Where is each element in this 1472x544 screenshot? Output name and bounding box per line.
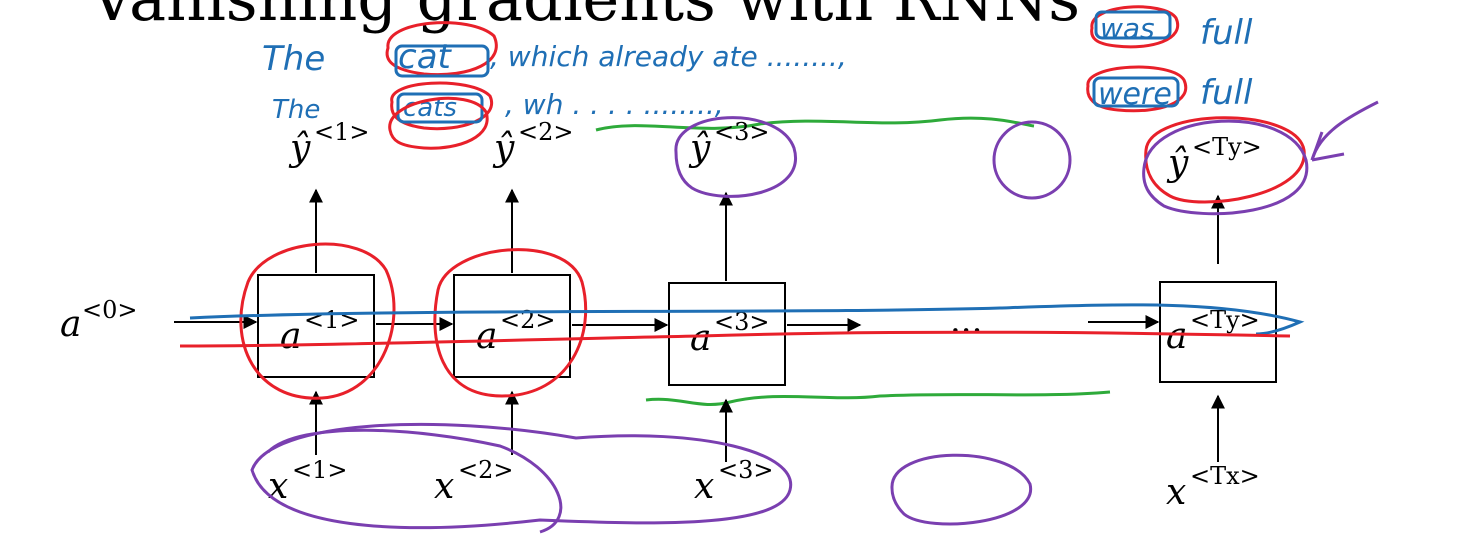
aty-base: a <box>1166 316 1187 357</box>
red-circle-y1 <box>388 96 489 150</box>
initial-activation: a <0> <box>60 296 138 345</box>
annotation-middle-2: , wh . . . . ........, <box>505 88 724 121</box>
annotation-middle-1: , which already ate ........, <box>490 40 847 73</box>
annotation-the-2: The <box>272 95 320 125</box>
ellipsis: ... <box>950 301 982 341</box>
cat-box <box>394 44 490 78</box>
red-circle-yty <box>1144 116 1306 204</box>
vertical-arrows <box>309 188 1225 462</box>
purple-circle-empty-top <box>992 120 1072 200</box>
y1-sup: <1> <box>314 118 370 146</box>
xtx-base: x <box>1166 472 1186 513</box>
cat-circle <box>385 21 498 77</box>
annotation-full-2: full <box>1200 73 1253 113</box>
recurrent-arrows <box>174 315 1160 332</box>
x1-sup: <1> <box>292 456 348 484</box>
a2-base: a <box>476 316 497 357</box>
annotation-line-1: The cat , which already ate ........, wa… <box>262 12 1253 79</box>
yty-base: ŷ <box>1166 143 1189 184</box>
x3-sup: <3> <box>718 456 774 484</box>
y2-base: ŷ <box>492 128 515 169</box>
rnn-cell-1 <box>257 274 375 378</box>
purple-pointer-head <box>1310 131 1345 162</box>
y2-sup: <2> <box>518 118 574 146</box>
purple-circle-inputs <box>250 422 793 530</box>
red-backprop-stroke <box>179 330 1291 348</box>
was-box <box>1094 10 1172 40</box>
x2-base: x <box>434 466 454 507</box>
was-circle <box>1090 5 1180 49</box>
a3-sup: <3> <box>714 308 770 336</box>
annotation-the-1: The <box>262 39 325 79</box>
green-squiggle-top <box>595 116 1035 132</box>
blue-forward-stroke <box>189 303 1305 336</box>
annotation-was: was <box>1100 12 1155 45</box>
a2-sup: <2> <box>500 306 556 334</box>
a1-base: a <box>280 316 301 357</box>
step-3: ŷ <3> a <3> x <3> <box>668 118 786 507</box>
purple-pointer-stroke <box>1310 100 1379 161</box>
yty-sup: <Ty> <box>1192 133 1262 161</box>
were-box <box>1092 76 1180 108</box>
purple-inner-stroke <box>266 428 563 534</box>
rnn-cell-2 <box>453 274 571 378</box>
y3-base: ŷ <box>688 128 711 169</box>
red-circle-cell1 <box>239 242 396 400</box>
a3-base: a <box>690 318 711 359</box>
y1-base: ŷ <box>288 128 311 169</box>
green-squiggle-bottom <box>645 390 1111 406</box>
annotation-line-2: The cats , wh . . . . ........, were ful… <box>272 73 1253 125</box>
a1-sup: <1> <box>304 306 360 334</box>
a0-sup: <0> <box>82 296 138 324</box>
purple-circle-empty-bottom <box>890 453 1032 526</box>
annotation-full-1: full <box>1200 13 1253 53</box>
x3-base: x <box>694 466 714 507</box>
step-2: ŷ <2> a <2> x <2> <box>434 118 574 507</box>
a0-base: a <box>60 304 81 345</box>
purple-circle-yty <box>1142 119 1309 216</box>
xtx-sup: <Tx> <box>1190 462 1260 490</box>
red-circle-cell2 <box>433 248 588 398</box>
x2-sup: <2> <box>458 456 514 484</box>
purple-circle-y3 <box>674 116 798 198</box>
slide-title: Vanishing gradients with RNNs <box>89 0 1080 35</box>
